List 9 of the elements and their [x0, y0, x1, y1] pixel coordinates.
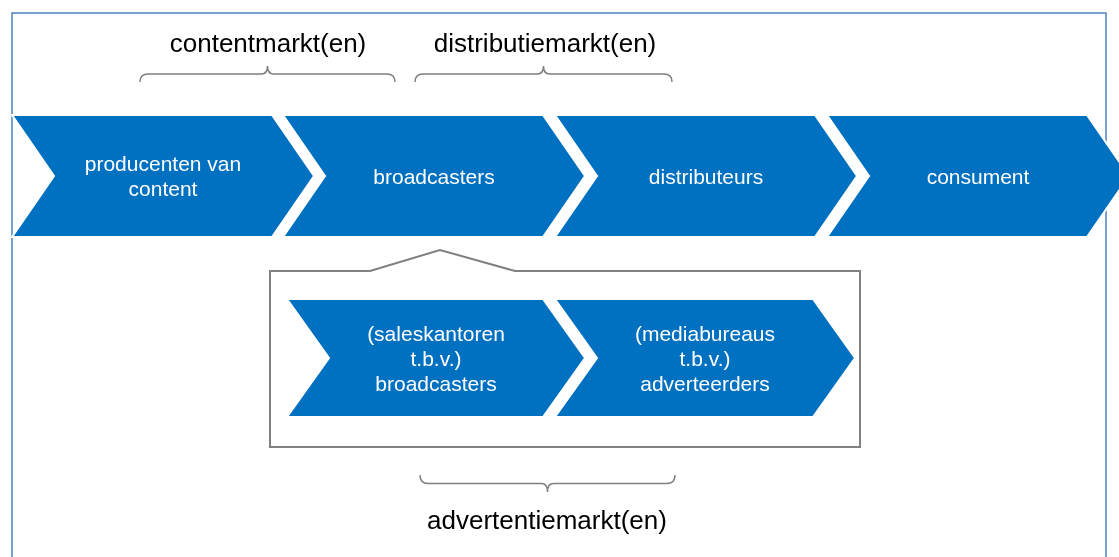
market-label: distributiemarkt(en)	[433, 28, 657, 59]
chevron-label: (mediabureaus t.b.v.) adverteerders	[633, 320, 777, 396]
market-label: contentmarkt(en)	[169, 28, 367, 59]
chevron-label: (saleskantoren t.b.v.) broadcasters	[366, 320, 506, 396]
chevron-label: broadcasters	[373, 163, 495, 189]
chevron-label: producenten van content	[84, 151, 242, 201]
chevron-label: distributeurs	[648, 163, 764, 189]
market-label: advertentiemarkt(en)	[427, 505, 667, 536]
chevron-label: consument	[926, 163, 1030, 189]
